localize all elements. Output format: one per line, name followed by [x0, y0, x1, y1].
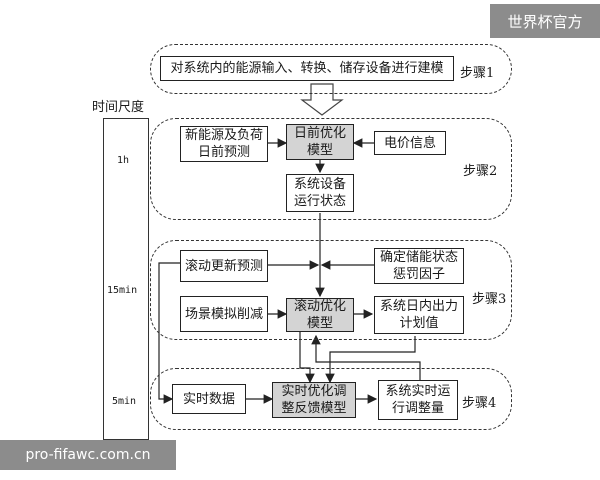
- rolling-opt-box: 滚动优化模型: [286, 298, 354, 332]
- modeling-box: 对系统内的能源输入、转换、储存设备进行建模: [160, 56, 454, 81]
- scale-1h: 1h: [117, 155, 130, 166]
- arrow-realtime-feedback: [311, 334, 421, 380]
- step3-label: 步骤3: [472, 292, 507, 307]
- intraday-plan-box: 系统日内出力计划值: [374, 296, 464, 334]
- rolling-forecast-box: 滚动更新预测: [180, 250, 268, 282]
- step1-label: 步骤1: [460, 66, 495, 81]
- scale-15min: 15min: [107, 285, 138, 296]
- scale-5min: 5min: [112, 396, 137, 407]
- scenario-reduction-box: 场景模拟削减: [180, 296, 268, 332]
- arrow-plan-down: [325, 336, 416, 384]
- step1-group: [150, 44, 512, 94]
- price-info-box: 电价信息: [374, 131, 446, 155]
- realtime-opt-box: 实时优化调整反馈模型: [272, 382, 356, 418]
- realtime-data-box: 实时数据: [172, 384, 246, 414]
- hollow-down-arrow: [300, 83, 344, 116]
- step2-group: [150, 118, 512, 220]
- realtime-adjust-box: 系统实时运行调整量: [378, 380, 458, 420]
- time-scale-title: 时间尺度: [92, 100, 145, 115]
- time-scale-bar: [103, 118, 149, 440]
- device-state-box: 系统设备运行状态: [286, 174, 354, 212]
- step2-label: 步骤2: [463, 164, 498, 179]
- watermark-top-right: 世界杯官方: [490, 4, 600, 38]
- forecast-box: 新能源及负荷日前预测: [180, 126, 268, 162]
- step4-label: 步骤4: [462, 396, 497, 411]
- step3-group: [150, 240, 512, 340]
- watermark-bottom-left: pro-fifawc.com.cn: [0, 440, 176, 470]
- day-ahead-opt-box: 日前优化模型: [286, 124, 354, 160]
- step4-group: [150, 368, 512, 430]
- storage-penalty-box: 确定储能状态惩罚因子: [374, 248, 464, 284]
